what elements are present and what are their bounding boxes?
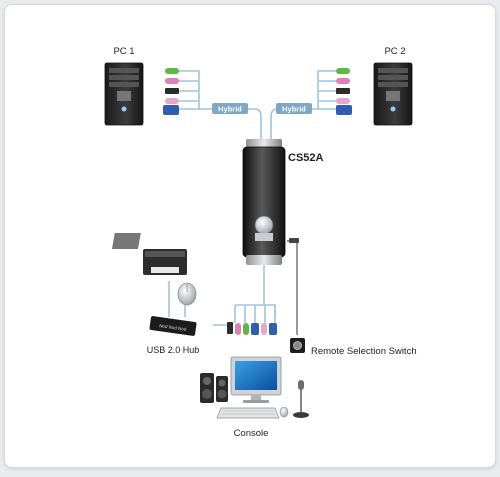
pc2-label: PC 2 (384, 46, 405, 57)
hybrid-label-left: Hybrid (218, 105, 242, 114)
hub-label: USB 2.0 Hub (147, 345, 200, 355)
pc1-connectors (163, 68, 179, 115)
speakers-icon (200, 373, 228, 403)
connection-diagram: Hybrid Hybrid PC 1 PC 2 (104, 46, 417, 439)
remote-label: Remote Selection Switch (311, 346, 417, 357)
hub-port-text: Nod Nod Nod (159, 323, 187, 332)
switch-model-label: CS52A (288, 152, 324, 164)
usb-hub-icon: Nod Nod Nod (149, 316, 197, 336)
remote-selection-switch-icon (290, 338, 305, 353)
microphone-icon (293, 380, 309, 418)
usb-plug-icon (165, 88, 179, 94)
hybrid-tag-left: Hybrid (212, 103, 248, 114)
console-connectors (227, 322, 277, 335)
audio-mic-plug-icon (261, 323, 267, 335)
keyboard-icon (216, 407, 280, 419)
diagram-frame: Hybrid Hybrid PC 1 PC 2 (4, 4, 496, 468)
cables (168, 70, 336, 335)
audio-pink-plug-icon (165, 78, 179, 84)
pc2-tower (373, 62, 413, 126)
kvm-switch (242, 139, 286, 265)
console-label: Console (234, 428, 269, 439)
pc2-connectors (336, 68, 352, 115)
vga-plug-icon (163, 105, 179, 115)
audio-pink-plug-icon (235, 323, 241, 335)
audio-green-plug-icon (243, 323, 249, 335)
port-select-button-icon (254, 215, 274, 235)
hybrid-label-right: Hybrid (282, 105, 306, 114)
hybrid-tag-right: Hybrid (276, 103, 312, 114)
usb-plug-icon (227, 322, 233, 334)
vga-plug-icon (269, 323, 277, 335)
pc1-tower (104, 62, 144, 126)
vga-plug-icon (336, 105, 352, 115)
vga-plug-icon (251, 323, 259, 335)
audio-mic-plug-icon (165, 98, 179, 104)
pc1-label: PC 1 (113, 46, 134, 57)
audio-green-plug-icon (165, 68, 179, 74)
audio-green-plug-icon (336, 68, 350, 74)
printer-icon (111, 233, 187, 275)
audio-pink-plug-icon (336, 78, 350, 84)
monitor-icon (230, 356, 282, 403)
mouse-icon (177, 282, 197, 306)
remote-jack-plug-icon (289, 238, 299, 243)
usb-plug-icon (336, 88, 350, 94)
console-mouse-icon (279, 406, 289, 418)
audio-mic-plug-icon (336, 98, 350, 104)
